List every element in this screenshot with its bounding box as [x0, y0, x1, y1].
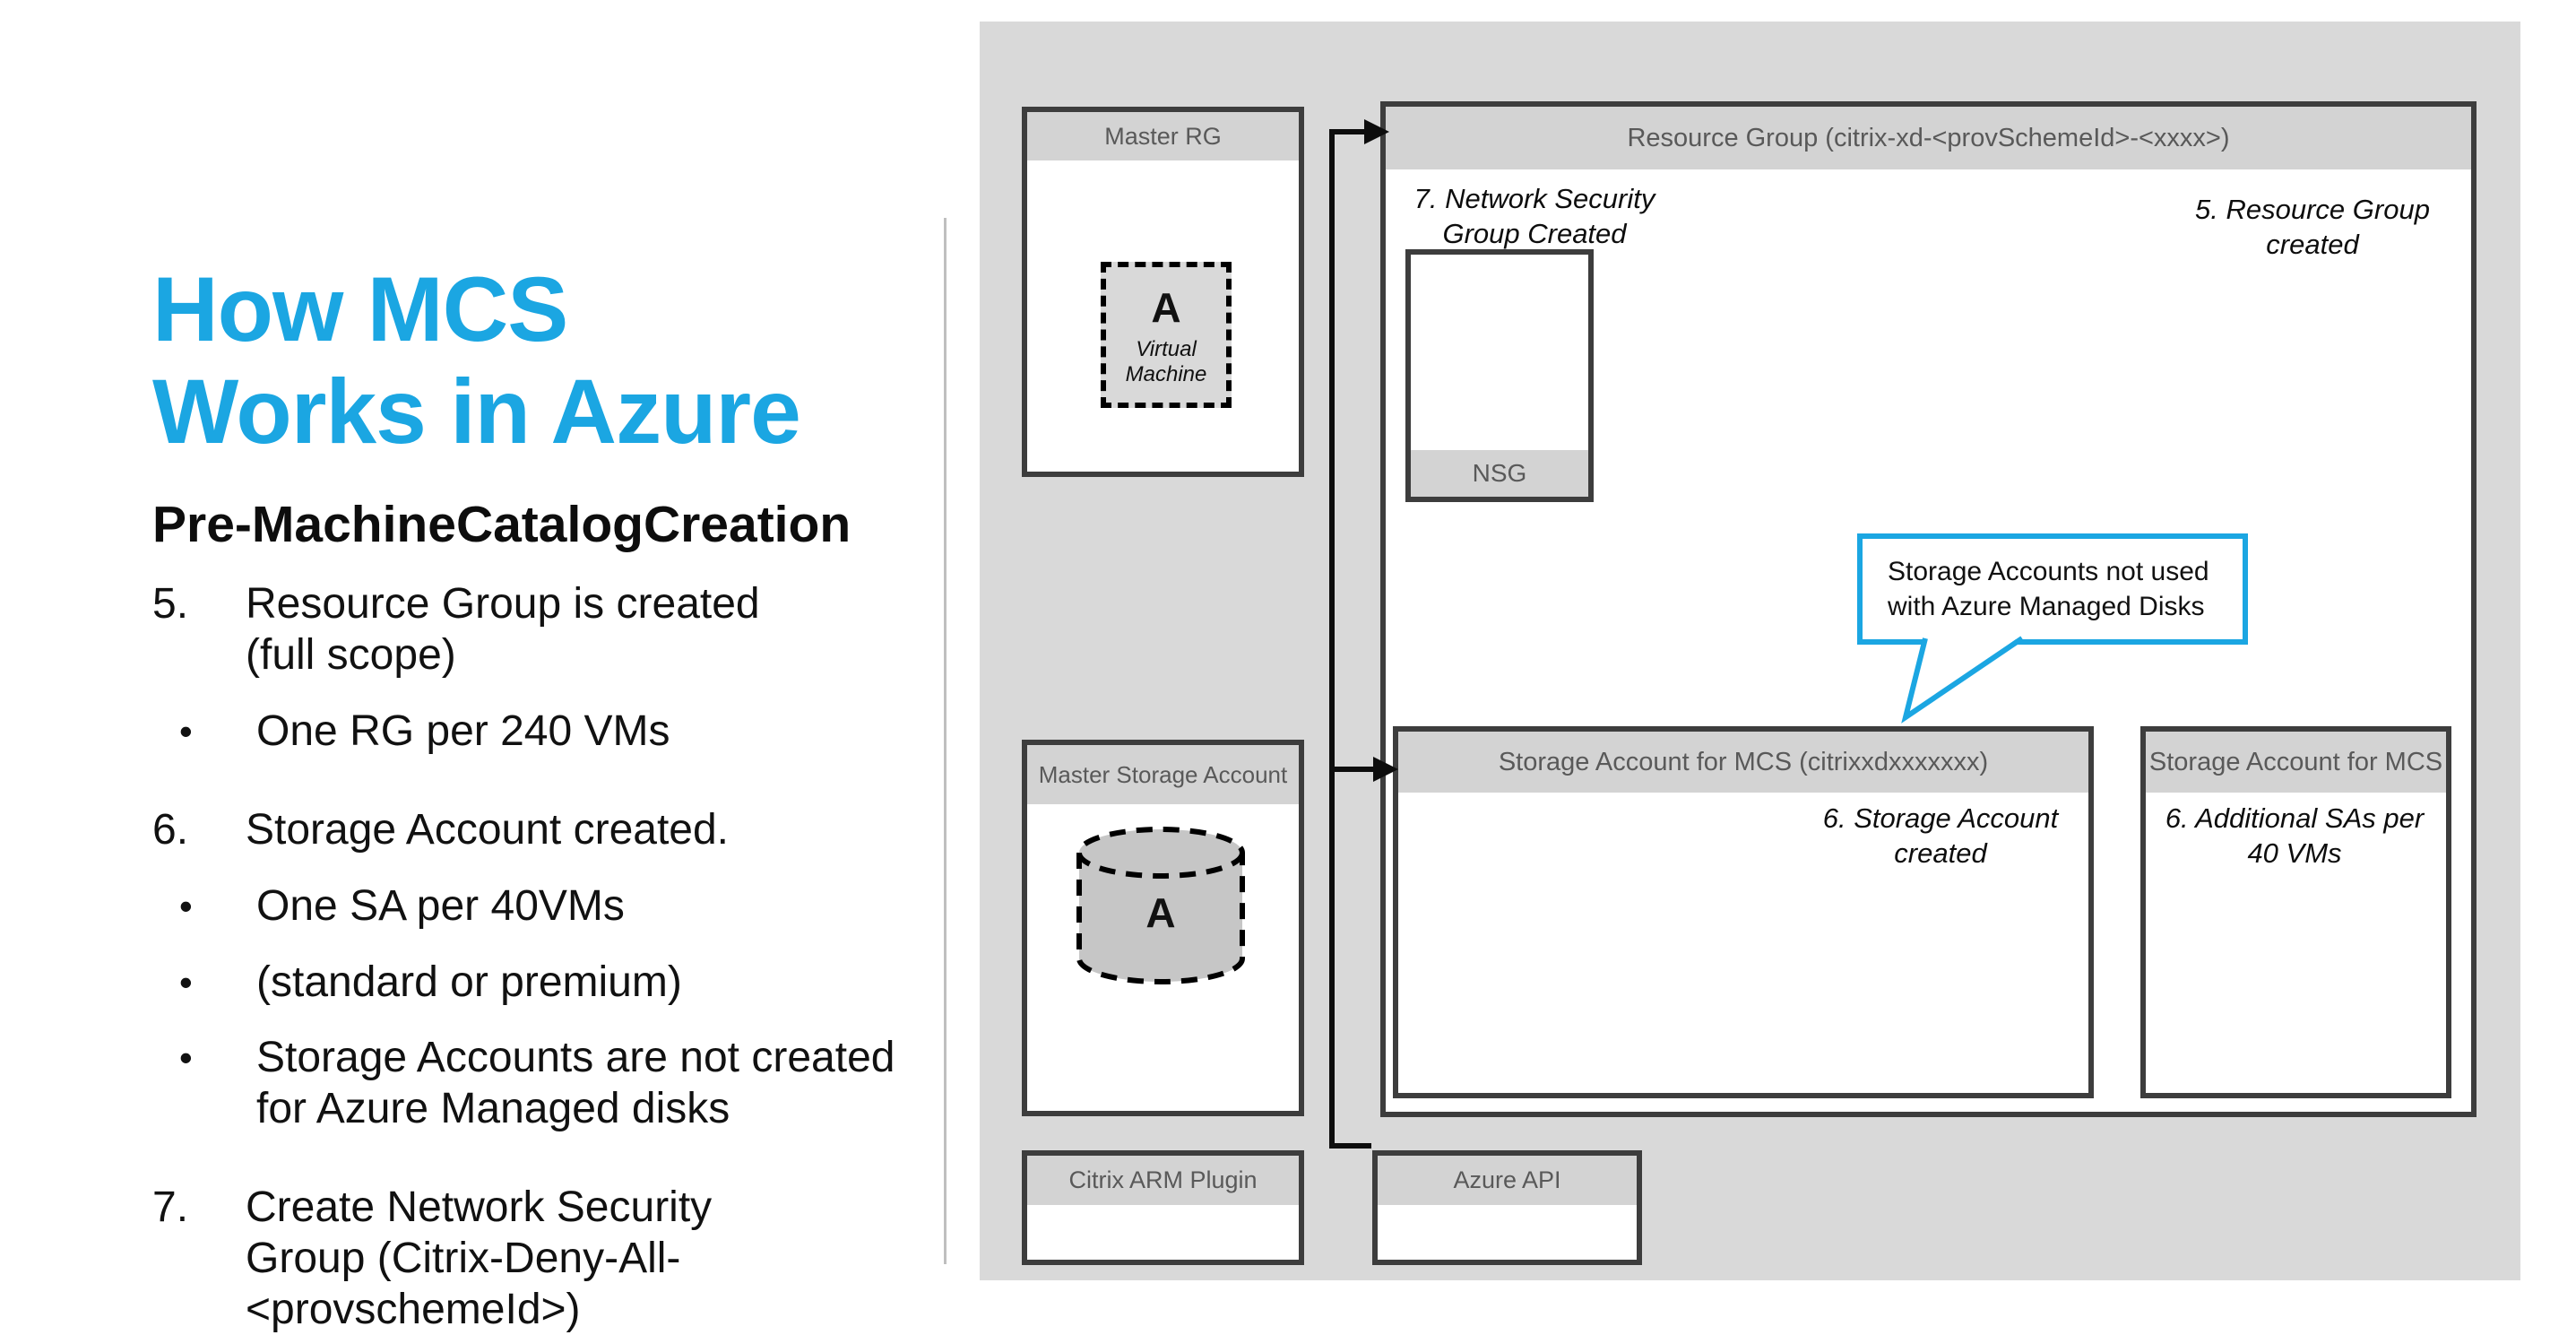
managed-disks-callout: Storage Accounts not used with Azure Man…: [1857, 533, 2248, 645]
vm-caption: Virtual Machine: [1125, 336, 1207, 386]
storage-account-mcs-box: Storage Account for MCS (citrixxdxxxxxxx…: [1393, 726, 2094, 1098]
list-marker: 6.: [152, 806, 189, 854]
storage-cylinder-icon: [1074, 824, 1248, 988]
list-marker: •: [179, 960, 193, 1003]
list-item: • Storage Accounts are not created for A…: [152, 1033, 1004, 1134]
list-text: Storage Accounts are not created for Azu…: [256, 1034, 895, 1132]
nsg-label: NSG: [1411, 450, 1588, 497]
list-marker: 5.: [152, 580, 189, 628]
azure-api-header: Azure API: [1378, 1156, 1637, 1205]
list-item: • One SA per 40VMs: [152, 881, 1004, 932]
slide-subtitle: Pre-MachineCatalogCreation: [152, 496, 851, 554]
list-marker: •: [179, 884, 193, 927]
list-text: One RG per 240 VMs: [256, 707, 670, 755]
master-rg-box: Master RG A Virtual Machine: [1022, 107, 1304, 477]
virtual-machine-box: A Virtual Machine: [1101, 262, 1232, 408]
list-marker: •: [179, 1036, 193, 1079]
slide: { "slide": { "title_lines": ["How MCS", …: [152, 22, 2520, 1333]
list-text: One SA per 40VMs: [256, 881, 625, 930]
list-item: 6. Storage Account created.: [152, 805, 1004, 856]
list-item: 5. Resource Group is created (full scope…: [152, 579, 1004, 681]
page-title: How MCS Works in Azure: [152, 258, 1004, 463]
list-text: Create Network Security Group (Citrix-De…: [246, 1183, 713, 1333]
master-storage-account-header: Master Storage Account: [1027, 745, 1299, 804]
master-rg-header: Master RG: [1027, 112, 1299, 160]
master-image-label: A: [1145, 889, 1176, 936]
storage-account-mcs-header: Storage Account for MCS (citrixxdxxxxxxx…: [1398, 732, 2088, 793]
nsg-created-note: 7. Network Security Group Created: [1413, 183, 1655, 249]
slide-list: 5. Resource Group is created (full scope…: [152, 579, 1004, 1335]
list-item: 7. Create Network Security Group (Citrix…: [152, 1183, 1004, 1335]
list-text: Resource Group is created (full scope): [246, 580, 760, 680]
list-text: (standard or premium): [256, 958, 682, 1006]
title-line: Works in Azure: [152, 360, 801, 464]
storage-account-created-note: 6. Storage Account created: [1822, 802, 2059, 869]
list-text: Storage Account created.: [246, 806, 730, 854]
vm-label: A: [1151, 283, 1181, 331]
azure-api-box: Azure API: [1372, 1150, 1642, 1265]
nsg-box: NSG: [1405, 249, 1594, 502]
rg-created-note: 5. Resource Group created: [2195, 194, 2430, 260]
slide-divider-line: [944, 218, 947, 1264]
list-item: • (standard or premium): [152, 958, 1004, 1009]
master-storage-account-box: Master Storage Account A: [1022, 740, 1304, 1116]
resource-group-header: Resource Group (citrix-xd-<provSchemeId>…: [1386, 107, 2471, 169]
storage-account-mcs2-box: Storage Account for MCS 6. Additional SA…: [2140, 726, 2451, 1098]
list-item: • One RG per 240 VMs: [152, 707, 1004, 758]
citrix-arm-plugin-box: Citrix ARM Plugin: [1022, 1150, 1304, 1265]
resource-group-box: Resource Group (citrix-xd-<provSchemeId>…: [1380, 101, 2477, 1117]
slide-text-column: How MCS Works in Azure Pre-MachineCatalo…: [152, 258, 1004, 1335]
additional-sa-note: 6. Additional SAs per 40 VMs: [2165, 802, 2425, 869]
citrix-arm-plugin-header: Citrix ARM Plugin: [1027, 1156, 1299, 1205]
storage-account-mcs2-header: Storage Account for MCS: [2146, 732, 2446, 793]
diagram-panel: Master RG A Virtual Machine Resource Gro…: [980, 22, 2520, 1280]
title-line: How MCS: [152, 258, 568, 360]
list-marker: 7.: [152, 1183, 189, 1232]
list-marker: •: [179, 709, 193, 752]
